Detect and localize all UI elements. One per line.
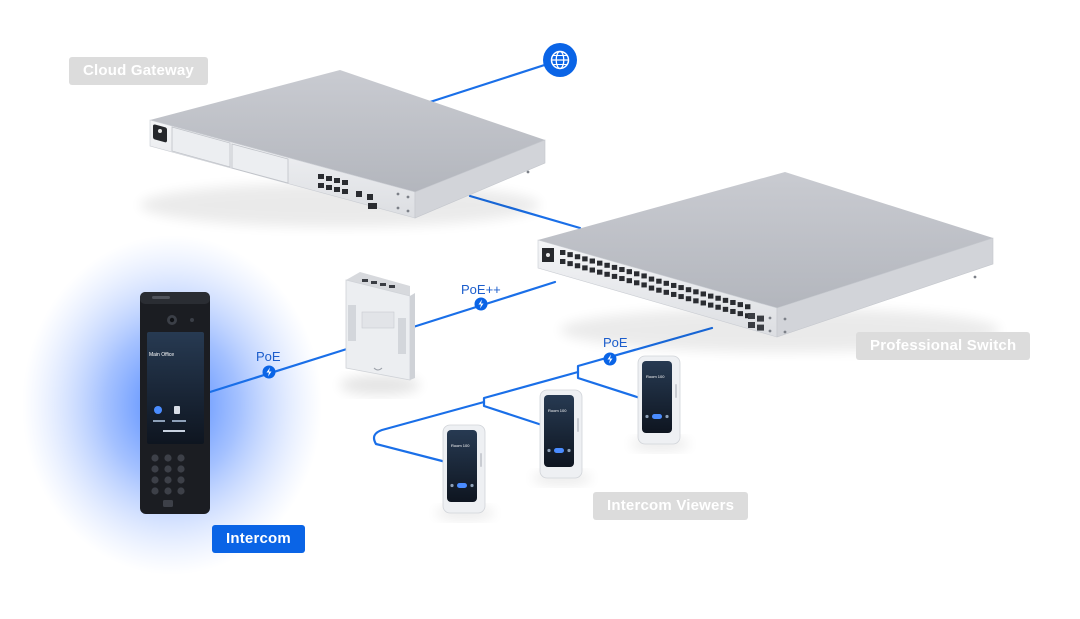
switch-port (656, 287, 662, 293)
switch-port (693, 298, 699, 304)
keypad-key (164, 465, 172, 473)
intercom-viewer-device[interactable]: Room 100 (435, 424, 495, 520)
switch-port (715, 304, 721, 310)
switch-port (745, 304, 751, 310)
switch-port (560, 250, 566, 255)
cable-viewers-branch-left (372, 400, 486, 464)
switch-port (722, 306, 729, 312)
switch-port (663, 280, 669, 286)
switch-port (700, 291, 706, 297)
switch-port (567, 261, 573, 267)
intercom-viewer-device[interactable]: Room 100 (532, 389, 592, 485)
switch-port (574, 254, 581, 260)
cable-internet-gateway (428, 58, 562, 104)
switch-port (604, 262, 610, 268)
switch-port (685, 296, 692, 302)
keypad-key (164, 487, 172, 495)
switch-sfp-port (757, 324, 764, 331)
switch-port (567, 252, 573, 258)
viewer-screen-title: Room 100 (451, 443, 470, 448)
lightning-bolt-icon (262, 365, 276, 379)
switch-port (700, 300, 706, 306)
switch-port (737, 311, 743, 317)
intercom-keypad (151, 454, 185, 495)
lightning-bolt-icon (474, 297, 488, 311)
switch-port (597, 260, 603, 266)
poe-link-label-intercom: PoE (256, 349, 281, 364)
poe-link-label-viewers: PoE (603, 335, 628, 350)
switch-port (611, 273, 618, 279)
switch-port (597, 269, 603, 275)
switch-port (730, 299, 736, 305)
intercom-viewer-device[interactable]: Room 100 (630, 355, 690, 451)
switch-port (634, 271, 640, 277)
switch-port (678, 294, 684, 300)
switch-port (634, 280, 640, 286)
switch-port (715, 295, 721, 301)
switch-port (626, 278, 632, 284)
switch-port (641, 273, 647, 279)
switch-port (730, 308, 736, 314)
keypad-key (164, 454, 172, 462)
intercom-label: Intercom (212, 525, 305, 553)
intercom-device[interactable] (140, 292, 210, 514)
switch-port (589, 258, 595, 264)
switch-sfp-port (748, 313, 755, 319)
cloud-gateway-label: Cloud Gateway (69, 57, 208, 85)
keypad-key (177, 454, 185, 462)
switch-port (582, 256, 588, 262)
professional-switch-device[interactable] (537, 172, 1000, 352)
switch-port (737, 302, 743, 308)
switch-port (619, 267, 625, 273)
intercom-viewers-label: Intercom Viewers (593, 492, 749, 520)
switch-sfp-port (748, 322, 755, 328)
keypad-key (164, 476, 172, 484)
switch-port (560, 259, 566, 264)
switch-port (648, 285, 655, 291)
keypad-key (177, 487, 185, 495)
switch-port (685, 287, 692, 293)
switch-port (745, 313, 751, 319)
professional-switch-label: Professional Switch (856, 332, 1031, 360)
gateway-ports (318, 174, 377, 209)
lightning-bolt-icon (603, 352, 617, 366)
switch-port (574, 263, 581, 269)
switch-sfp-port (757, 315, 764, 322)
keypad-key (151, 454, 159, 462)
switch-port (641, 282, 647, 288)
switch-port (589, 267, 595, 273)
globe-icon[interactable] (543, 43, 577, 77)
switch-port (671, 291, 677, 297)
switch-port (619, 276, 625, 282)
intercom-screen-title: Main Office (149, 352, 174, 358)
cloud-gateway-device[interactable] (140, 70, 546, 227)
switch-port (678, 285, 684, 291)
switch-ports (560, 250, 764, 331)
keypad-key (177, 476, 185, 484)
poe-adapter-device[interactable] (340, 272, 420, 395)
switch-port (604, 271, 610, 277)
viewer-screen-title: Room 100 (548, 408, 567, 413)
switch-port (582, 265, 588, 271)
switch-port (693, 289, 699, 295)
keypad-key (151, 465, 159, 473)
switch-port (671, 282, 677, 288)
switch-port (708, 302, 714, 308)
switch-port (656, 278, 662, 284)
viewer-screen-title: Room 100 (646, 374, 665, 379)
cable-intercom-poe-adapter (208, 346, 352, 394)
keypad-key (151, 476, 159, 484)
keypad-key (177, 465, 185, 473)
switch-port (611, 264, 618, 270)
switch-port (722, 297, 729, 303)
switch-port (663, 289, 669, 295)
switch-port (648, 276, 655, 282)
switch-port (626, 269, 632, 275)
poe-plus-plus-link-label: PoE++ (461, 282, 501, 297)
keypad-key (151, 487, 159, 495)
switch-port (708, 293, 714, 299)
